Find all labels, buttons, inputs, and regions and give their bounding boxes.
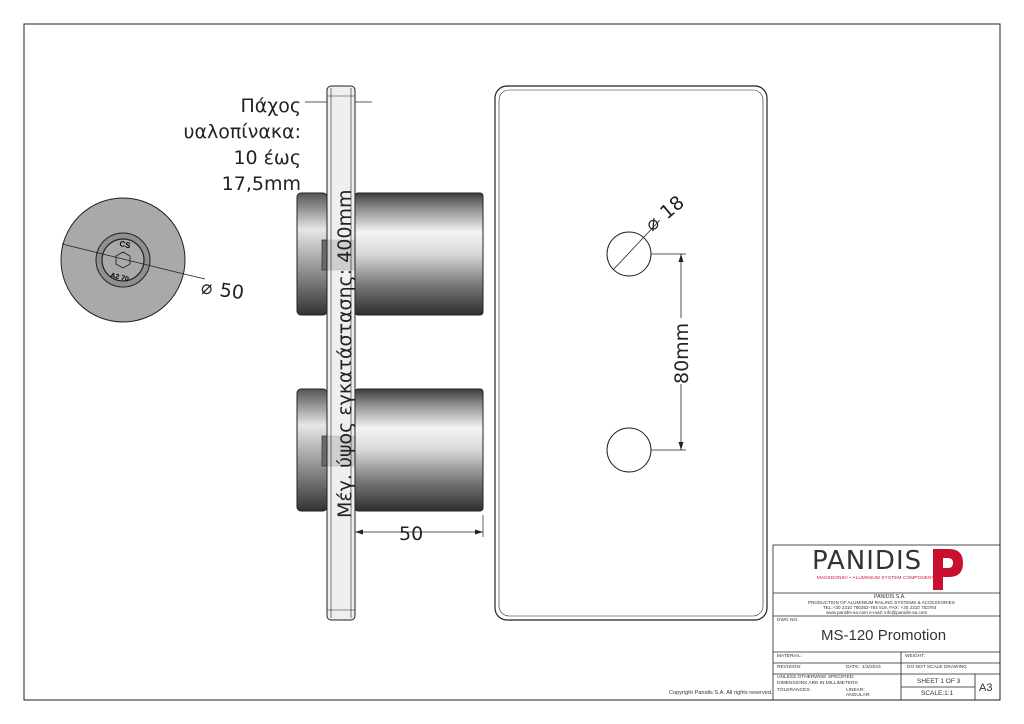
scale-value: SCALE:1:1 — [921, 690, 954, 697]
side-view: 50 Μέγ. ύψος εγκατάστασης: 400mm — [296, 85, 484, 621]
date-value: 1/3/2023 — [862, 665, 881, 670]
max-install-height-label: Μέγ. ύψος εγκατάστασης: 400mm — [334, 190, 356, 519]
linear-label: LINEAR: — [846, 688, 865, 693]
cap-marking-bottom: A2 70 — [110, 272, 130, 283]
drawing-frame — [23, 23, 1001, 701]
angular-label: ANGULAR: — [846, 693, 871, 698]
glass-thickness-note: Πάχος υαλοπίνακα: 10 έως 17,5mm — [183, 95, 301, 195]
copyright-note: Copyright Panidis S.A. All rights reserv… — [669, 690, 773, 696]
brand-name: PANIDIS — [812, 546, 923, 576]
unless-specified-line-2: DIMENSIONS ARE IN MILLIMETERS — [777, 681, 858, 686]
no-scale-note: DO NOT SCALE DRAWING — [907, 665, 967, 670]
dimension-length-50: 50 — [399, 523, 423, 545]
dwg-number: MS-120 Promotion — [821, 627, 947, 644]
title-block-lines — [772, 544, 1001, 701]
unless-specified-line-1: UNLESS OTHERWISE SPECIFIED: — [777, 675, 855, 680]
glass-thickness-line-4: 17,5mm — [222, 173, 301, 195]
mounting-hole-bottom — [606, 427, 652, 473]
dimension-diameter-50: 50 — [218, 279, 245, 304]
material-label: MATERIAL: — [777, 654, 802, 659]
cap-front-view: CS A2 70 ⌀ 50 — [60, 197, 245, 323]
glass-thickness-line-1: Πάχος — [240, 95, 301, 117]
cap-marking-top: CS — [119, 239, 132, 250]
weight-label: WEIGHT: — [905, 654, 925, 659]
glass-plate-side — [326, 85, 356, 621]
company-line-2: TEL:+30 2310 780362-784 519, FAX: +30 23… — [823, 605, 937, 610]
revision-label: REVISION: — [777, 665, 802, 670]
panidis-logo-mark — [933, 549, 963, 590]
company-line-1: PRODUCTION OF ALUMINIUM RAILING SYSTEMS … — [808, 600, 955, 605]
tolerances-label: TOLERANCES: — [777, 688, 811, 693]
sheet-size: A3 — [979, 682, 993, 694]
diameter-symbol: ⌀ — [201, 277, 212, 299]
dwg-no-label: DWG NO. — [777, 618, 799, 623]
brand-tagline: MAKEDONIKI • ALUMINIUM SYSTEM COMPONENTS — [817, 575, 938, 580]
sheet-number: SHEET 1 OF 3 — [917, 678, 961, 685]
glass-panel-front-view: ⌀ 18 80mm — [494, 85, 768, 621]
company-name: PANIDIS S.A. — [874, 594, 906, 600]
date-label: DATE: — [846, 665, 860, 670]
company-line-3: www.panidis-sa.com e-mail: info@panidis-… — [826, 610, 928, 615]
glass-thickness-line-3: 10 έως — [233, 147, 301, 169]
dimension-spacing-80mm: 80mm — [671, 323, 693, 384]
glass-thickness-line-2: υαλοπίνακα: — [183, 121, 301, 143]
